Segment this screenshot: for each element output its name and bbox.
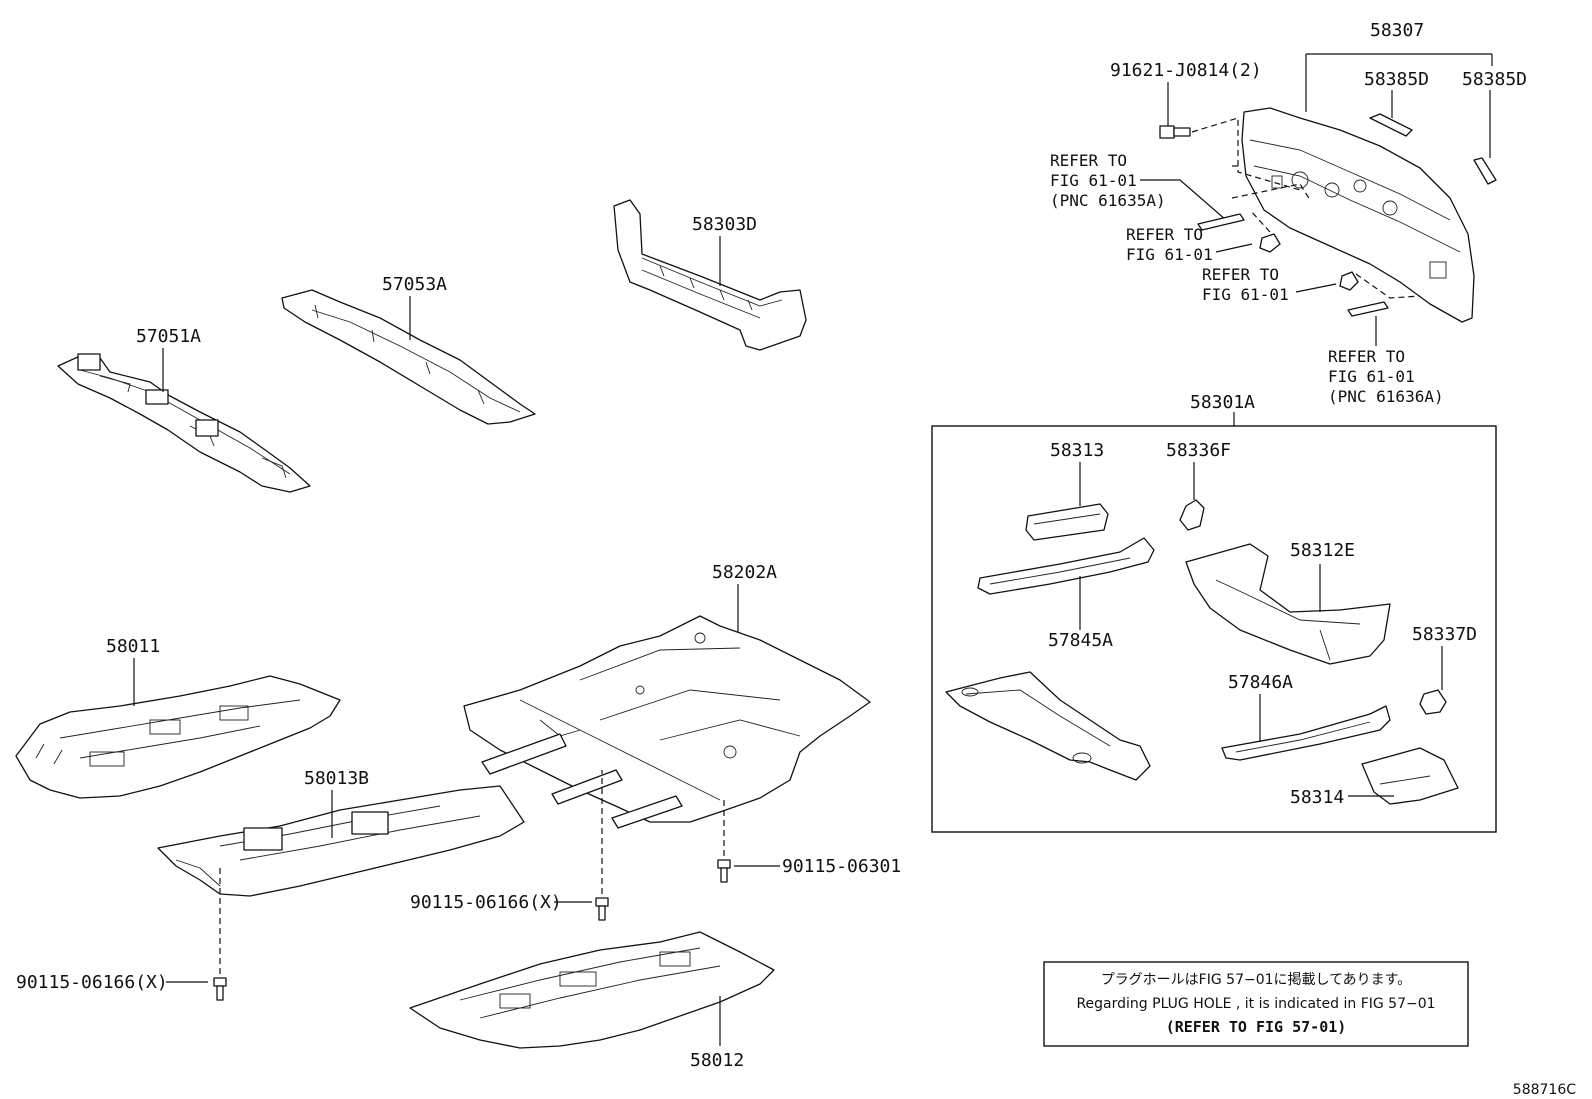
- part-58301A-floor-side[interactable]: [945, 671, 1151, 781]
- ref1-line2: FIG 61-01: [1050, 171, 1137, 190]
- ref4-line1: REFER TO: [1328, 347, 1405, 366]
- part-58385D-b[interactable]: [1473, 157, 1497, 185]
- ref3-line1: REFER TO: [1202, 265, 1279, 284]
- clip-61636A-icon[interactable]: [1347, 301, 1389, 317]
- bolt-90115-06301-icon[interactable]: [717, 859, 731, 883]
- label-57053A: 57053A: [382, 274, 447, 295]
- catalog-code: 588716C: [1513, 1082, 1576, 1098]
- label-91621: 91621-J0814(2): [1110, 60, 1262, 81]
- note-refer: (REFER TO FIG 57-01): [1166, 1018, 1347, 1036]
- ref4-line3: (PNC 61636A): [1328, 387, 1444, 406]
- nut-b-icon[interactable]: [1339, 271, 1359, 291]
- part-58012[interactable]: [409, 931, 775, 1049]
- label-57051A: 57051A: [136, 326, 201, 347]
- part-58337D[interactable]: [1419, 689, 1447, 715]
- label-58313: 58313: [1050, 440, 1104, 461]
- part-57051A[interactable]: [57, 353, 311, 493]
- ref2-line1: REFER TO: [1126, 225, 1203, 244]
- label-58303D: 58303D: [692, 214, 757, 235]
- label-90115-06301: 90115-06301: [782, 856, 901, 877]
- note-japanese: プラグホールはFIG 57−01に掲載してあります。: [1101, 972, 1412, 988]
- part-58313[interactable]: [1025, 503, 1109, 541]
- label-57845A: 57845A: [1048, 630, 1113, 651]
- label-57846A: 57846A: [1228, 672, 1293, 693]
- part-58312E[interactable]: [1185, 543, 1391, 665]
- plug-hole-note-box: [1043, 961, 1469, 1047]
- part-58011[interactable]: [15, 675, 341, 799]
- part-58336F[interactable]: [1179, 499, 1205, 531]
- label-58314: 58314: [1290, 787, 1344, 808]
- part-57846A[interactable]: [1221, 705, 1391, 761]
- label-90115-06166-b: 90115-06166(X): [16, 972, 168, 993]
- label-58385D-a: 58385D: [1364, 69, 1429, 90]
- label-58337D: 58337D: [1412, 624, 1477, 645]
- label-58202A: 58202A: [712, 562, 777, 583]
- part-58303D[interactable]: [613, 199, 807, 351]
- ref3-line2: FIG 61-01: [1202, 285, 1289, 304]
- part-58202A[interactable]: [463, 615, 871, 829]
- bolt-91621-icon[interactable]: [1159, 125, 1191, 139]
- clip-61635A-icon[interactable]: [1197, 213, 1245, 231]
- assembly-58301A-box: [931, 425, 1497, 833]
- part-57053A[interactable]: [281, 289, 536, 425]
- label-58013B: 58013B: [304, 768, 369, 789]
- label-58336F: 58336F: [1166, 440, 1231, 461]
- nut-a-icon[interactable]: [1259, 233, 1281, 253]
- part-58307[interactable]: [1241, 107, 1475, 323]
- label-58307: 58307: [1370, 20, 1424, 41]
- label-58301A: 58301A: [1190, 392, 1255, 413]
- bolt-90115-06166-b-icon[interactable]: [213, 977, 227, 1001]
- label-90115-06166-a: 90115-06166(X): [410, 892, 562, 913]
- note-english: Regarding PLUG HOLE , it is indicated in…: [1076, 996, 1435, 1012]
- ref1-line3: (PNC 61635A): [1050, 191, 1166, 210]
- part-58314[interactable]: [1361, 747, 1459, 805]
- bolt-90115-06166-a-icon[interactable]: [595, 897, 609, 921]
- part-57845A[interactable]: [977, 537, 1155, 595]
- label-58011: 58011: [106, 636, 160, 657]
- label-58385D-b: 58385D: [1462, 69, 1527, 90]
- label-58312E: 58312E: [1290, 540, 1355, 561]
- ref1-line1: REFER TO: [1050, 151, 1127, 170]
- ref2-line2: FIG 61-01: [1126, 245, 1213, 264]
- label-58012: 58012: [690, 1050, 744, 1071]
- part-58013B[interactable]: [157, 785, 525, 897]
- ref4-line2: FIG 61-01: [1328, 367, 1415, 386]
- part-58385D-a[interactable]: [1369, 113, 1413, 137]
